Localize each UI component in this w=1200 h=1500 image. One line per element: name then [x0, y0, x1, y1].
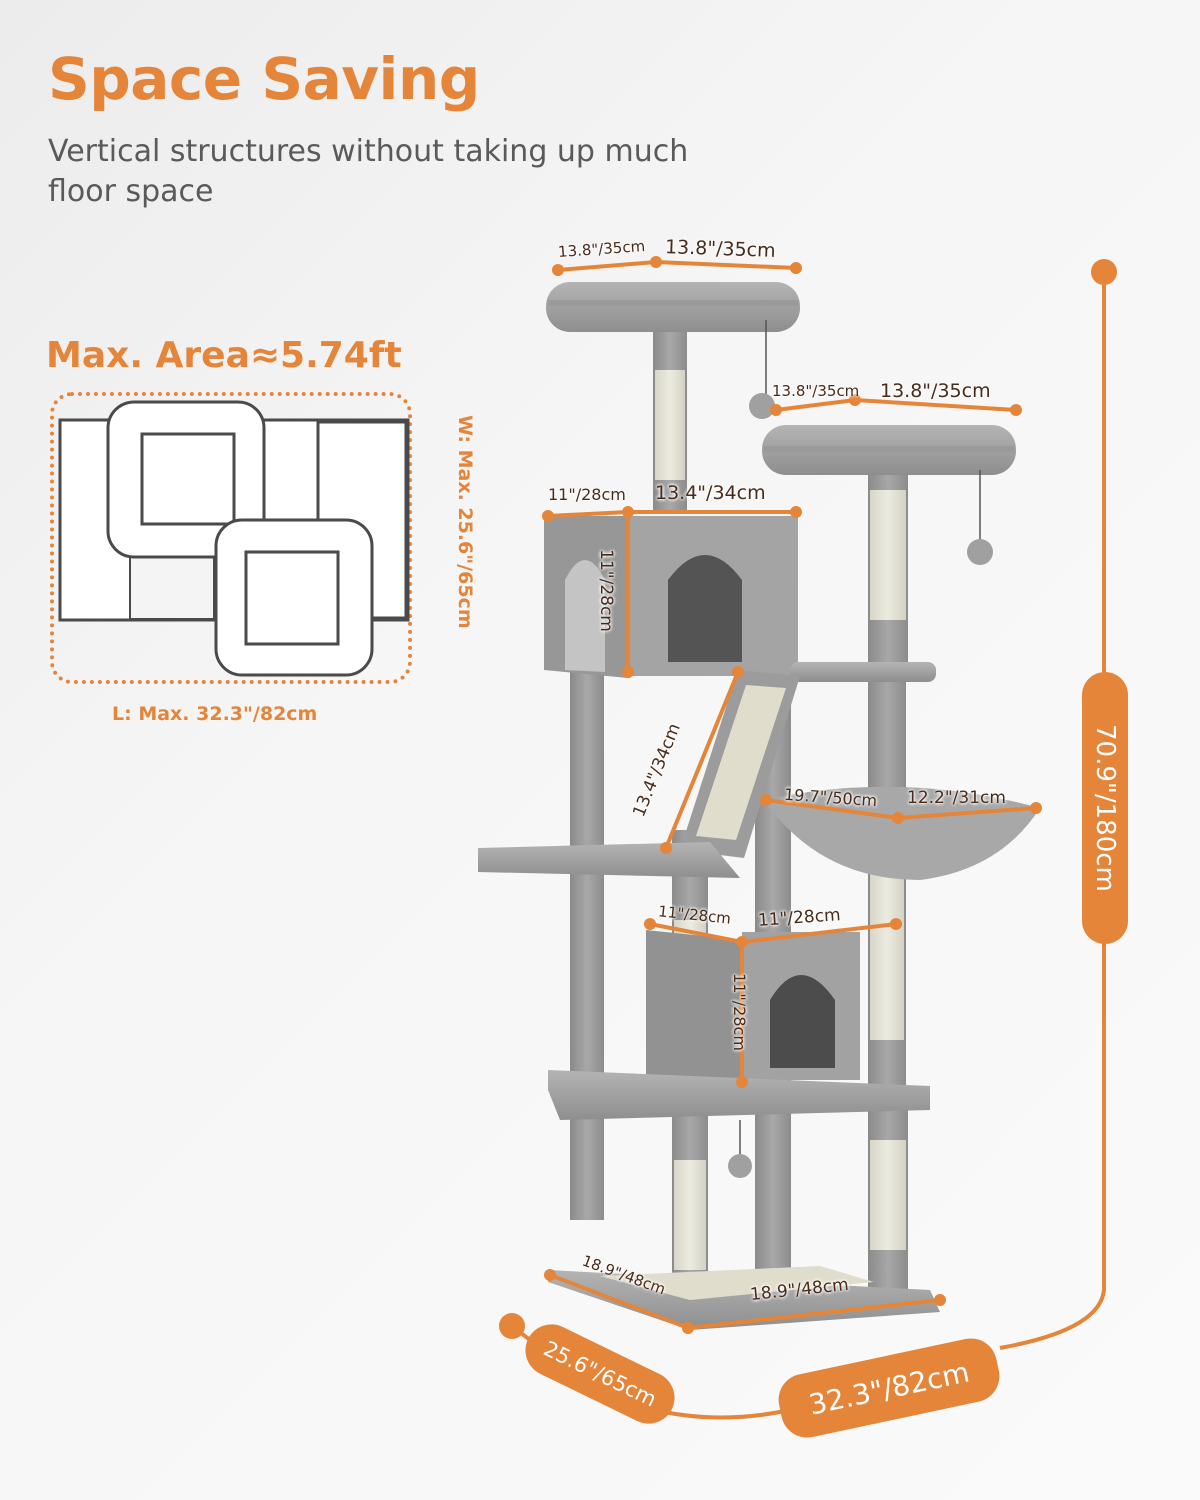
- second-perch-width-label: 13.8"/35cm: [880, 380, 991, 402]
- upper-condo-height-label: 11"/28cm: [595, 549, 616, 632]
- footprint-boundary: [50, 392, 412, 684]
- page-title: Space Saving: [48, 45, 480, 113]
- hammock-width-label: 12.2"/31cm: [907, 788, 1006, 808]
- page-subtitle: Vertical structures without taking up mu…: [48, 134, 689, 209]
- overall-height-pill: 70.9"/180cm: [1082, 672, 1128, 944]
- upper-condo-depth-label: 11"/28cm: [548, 485, 626, 504]
- footprint-length-label: L: Max. 32.3"/82cm: [112, 703, 318, 725]
- footprint-width-label: W: Max. 25.6"/65cm: [454, 415, 476, 629]
- top-perch-width-label: 13.8"/35cm: [664, 236, 776, 262]
- upper-condo-width-label: 13.4"/34cm: [655, 482, 766, 504]
- floorplan-diagram: [58, 400, 410, 677]
- second-perch-depth-label: 13.8"/35cm: [772, 382, 860, 400]
- max-area-heading: Max. Area≈5.74ft: [46, 335, 402, 376]
- lower-condo-height-label: 11"/28cm: [729, 973, 749, 1051]
